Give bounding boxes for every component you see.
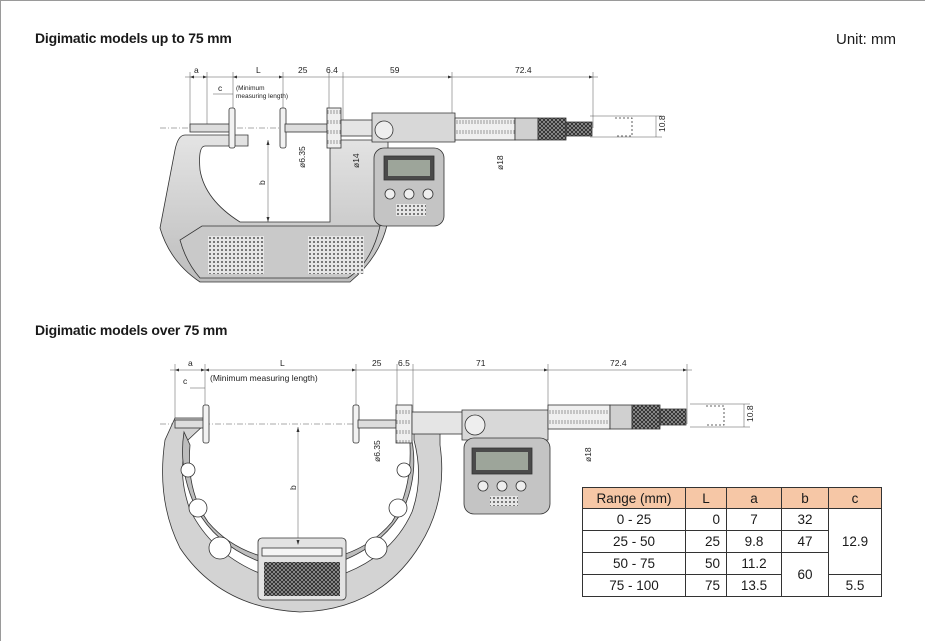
cell-c: 5.5 <box>828 574 882 597</box>
dim2-72-4: 72.4 <box>610 358 627 368</box>
cell-L: 0 <box>685 508 727 531</box>
col-L: L <box>685 487 727 509</box>
dim-L: L <box>256 65 261 75</box>
dim2-25: 25 <box>372 358 382 368</box>
col-range: Range (mm) <box>582 487 686 509</box>
dim-25: 25 <box>298 65 308 75</box>
table-row: 75 - 100 75 13.5 5.5 <box>582 574 882 597</box>
cell-L: 50 <box>685 552 727 575</box>
cell-range: 75 - 100 <box>582 574 686 597</box>
min-length-line1: (Minimum <box>236 85 265 92</box>
dim-phi-18: ø18 <box>495 155 505 170</box>
cell-a: 9.8 <box>726 530 782 553</box>
dim2-10-8: 10.8 <box>745 405 755 422</box>
cell-a: 7 <box>726 508 782 531</box>
micrometer-1-labels: a L 25 6.4 59 72.4 c (Minimum measuring … <box>194 65 667 185</box>
cell-c: 12.9 <box>828 508 882 575</box>
dim-a: a <box>194 65 199 75</box>
cell-range: 25 - 50 <box>582 530 686 553</box>
micrometer-2-labels: a L 25 6.5 71 72.4 c (Minimum measuring … <box>183 358 755 490</box>
dim2-phi-6-35: ø6.35 <box>372 440 382 462</box>
micrometer-2-drawing <box>160 364 750 613</box>
dim2-c: c <box>183 376 188 386</box>
cell-b: 60 <box>781 552 829 597</box>
min-length-line2: measuring length) <box>236 93 288 100</box>
dim-10-8: 10.8 <box>657 115 667 132</box>
table-row: 25 - 50 25 9.8 47 <box>582 530 882 553</box>
cell-b: 32 <box>781 508 829 531</box>
col-a: a <box>726 487 782 509</box>
dim2-71: 71 <box>476 358 486 368</box>
table-row: 0 - 25 0 7 32 12.9 <box>582 508 882 575</box>
dim-phi-14: ø14 <box>351 153 361 168</box>
dimension-table: Range (mm) L a b c 0 - 25 0 7 32 12.9 25… <box>582 487 882 597</box>
unit-label: Unit: mm <box>836 31 896 48</box>
dim-72-4: 72.4 <box>515 65 532 75</box>
cell-range: 50 - 75 <box>582 552 686 575</box>
dim-6-4: 6.4 <box>326 65 338 75</box>
dim2-a: a <box>188 358 193 368</box>
dim2-b: b <box>288 485 298 490</box>
table-row: 50 - 75 50 11.2 60 <box>582 552 882 597</box>
dim2-6-5: 6.5 <box>398 358 410 368</box>
min-length-label: (Minimum measuring length) <box>210 373 318 383</box>
dim-phi-6-35: ø6.35 <box>297 146 307 168</box>
table-header-row: Range (mm) L a b c <box>582 487 882 509</box>
section1-title: Digimatic models up to 75 mm <box>35 30 232 46</box>
dim2-phi-18: ø18 <box>583 447 593 462</box>
section2-title: Digimatic models over 75 mm <box>35 322 228 338</box>
micrometer-1-drawing <box>159 72 662 283</box>
col-b: b <box>781 487 829 509</box>
cell-a: 13.5 <box>726 574 782 597</box>
cell-range: 0 - 25 <box>582 508 686 531</box>
dim2-L: L <box>280 358 285 368</box>
dim-59: 59 <box>390 65 400 75</box>
col-c: c <box>828 487 882 509</box>
cell-b: 47 <box>781 530 829 553</box>
dim-b: b <box>257 180 267 185</box>
cell-L: 75 <box>685 574 727 597</box>
cell-L: 25 <box>685 530 727 553</box>
dim-c: c <box>218 83 223 93</box>
cell-a: 11.2 <box>726 552 782 575</box>
